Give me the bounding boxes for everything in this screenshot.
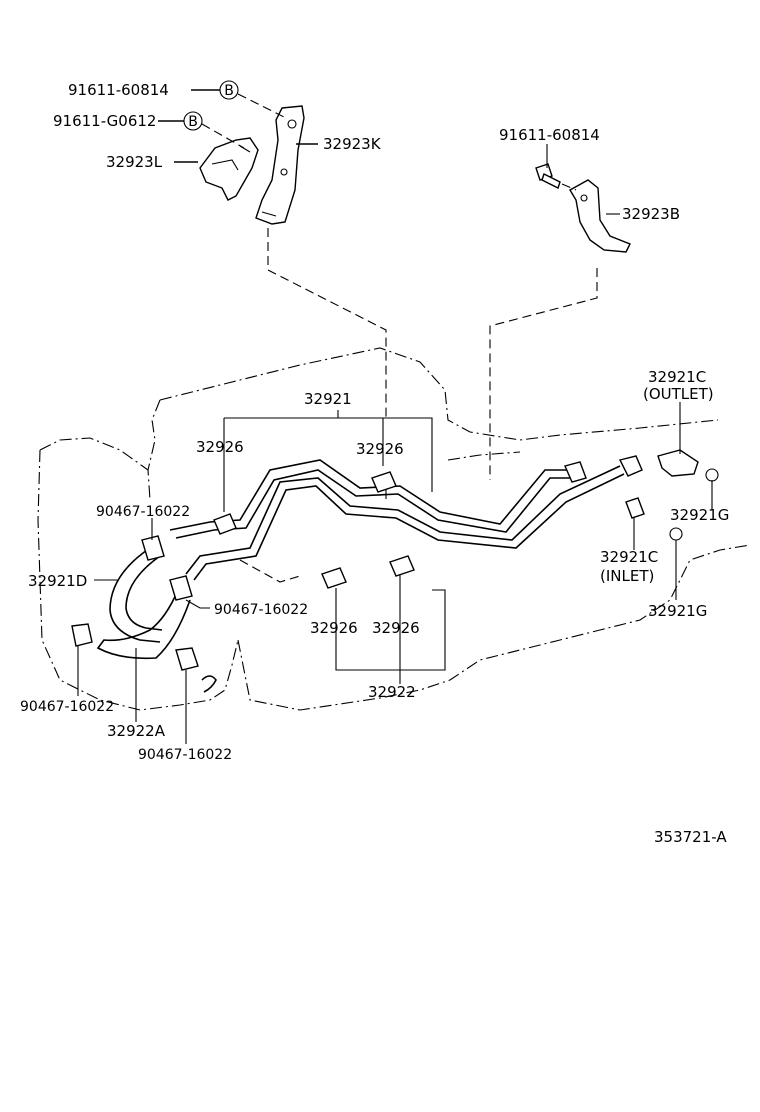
- label-clamp-32926-3: 32926: [310, 619, 358, 637]
- bracket-32923b: [569, 179, 631, 253]
- clamp-32926-a: [213, 513, 237, 535]
- label-union-inlet-note: (INLET): [600, 567, 654, 585]
- guide-lines: [239, 228, 598, 583]
- label-clamp-32926-4: 32926: [372, 619, 420, 637]
- label-bracket-32923l: 32923L: [106, 153, 163, 171]
- label-union-inlet: 32921C: [600, 548, 658, 566]
- label-bolt-91611-60814: 91611-60814: [68, 81, 169, 99]
- hose-clips: [71, 535, 217, 693]
- label-bolt-91611-g0612: 91611-G0612: [53, 112, 156, 130]
- label-gasket-32921g-1: 32921G: [670, 506, 729, 524]
- label-clamp-32926-1: 32926: [196, 438, 244, 456]
- clamp-32926-c: [321, 567, 347, 589]
- bolt-91611-60814-right: [535, 163, 577, 191]
- label-hose-clip-3: 90467-16022: [20, 699, 114, 715]
- callout-frames: [223, 410, 446, 684]
- label-bracket-32923k: 32923K: [323, 135, 382, 153]
- bracket-32923l: [199, 137, 259, 201]
- label-hose-clip-1: 90467-16022: [96, 504, 190, 520]
- bracket-32923k: [255, 105, 305, 225]
- leader-lines: [77, 143, 713, 744]
- clamp-32926-b: [371, 471, 397, 493]
- cooler-pipe-lower: [185, 465, 625, 581]
- label-hose-32922a: 32922A: [107, 722, 166, 740]
- figure-id: 353721-A: [654, 828, 727, 846]
- label-gasket-32921g-2: 32921G: [648, 602, 707, 620]
- label-union-outlet: 32921C: [648, 368, 706, 386]
- pipe-fittings: [564, 449, 719, 541]
- label-hose-clip-4: 90467-16022: [138, 747, 232, 763]
- label-hose-clip-2: 90467-16022: [214, 602, 308, 618]
- marker-b1: B: [224, 83, 234, 99]
- hose-32921d: [109, 547, 163, 643]
- transmission-outline: [37, 347, 751, 711]
- clamp-32926-d: [389, 555, 415, 577]
- label-union-outlet-note: (OUTLET): [643, 385, 714, 403]
- part-labels: 91611-60814 91611-G0612 32923K 32923L 91…: [20, 81, 729, 846]
- bolt-markers: B B: [158, 80, 287, 149]
- label-bracket-32923b: 32923B: [622, 205, 680, 223]
- label-hose-32921d: 32921D: [28, 572, 87, 590]
- marker-b2: B: [188, 114, 198, 130]
- hose-32922a: [96, 589, 191, 660]
- label-bolt-91611-60814-right: 91611-60814: [499, 126, 600, 144]
- label-pipe-32922: 32922: [368, 683, 416, 701]
- label-clamp-32926-2: 32926: [356, 440, 404, 458]
- label-pipe-32921: 32921: [304, 390, 352, 408]
